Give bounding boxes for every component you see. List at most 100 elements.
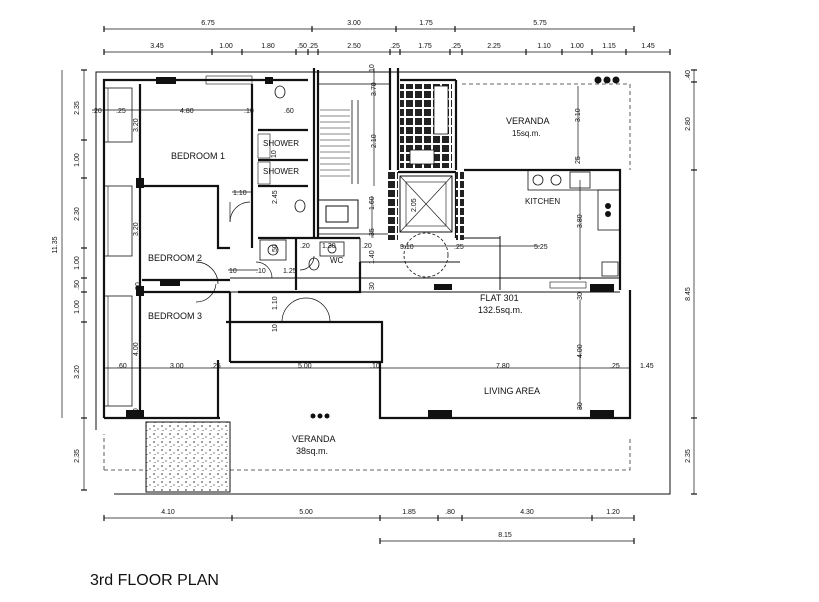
dim-top2-13: 1.45 bbox=[641, 43, 655, 50]
tiled-balcony bbox=[388, 84, 464, 240]
idim-310b: 3.10 bbox=[575, 108, 582, 122]
idim-50a: .50 bbox=[272, 244, 279, 254]
idim-30d: 30 bbox=[135, 282, 142, 290]
dim-top1-0: 6.75 bbox=[201, 20, 215, 27]
room-flat-area: 132.5sq.m. bbox=[478, 305, 523, 315]
dim-top2-2: 1.80 bbox=[261, 43, 275, 50]
dim-right-top: .40 bbox=[685, 70, 692, 80]
dim-right-2: 2.35 bbox=[685, 449, 692, 463]
idim-320a: 3.20 bbox=[133, 118, 140, 132]
windows-left bbox=[103, 75, 253, 407]
idim-60: .60 bbox=[284, 108, 294, 115]
dim-left-7: 2.35 bbox=[74, 449, 81, 463]
dimension-bottom-row1: 4.10 5.00 1.85 .80 4.30 1.20 bbox=[103, 509, 635, 521]
idim-110: 1.10 bbox=[233, 190, 247, 197]
idim-130: 1.30 bbox=[322, 243, 336, 250]
dim-top2-8: .25 bbox=[451, 43, 461, 50]
room-veranda-top-area: 15sq.m. bbox=[512, 129, 540, 138]
outer-slab-outline bbox=[95, 71, 671, 495]
dim-bottom2-0: 8.15 bbox=[498, 532, 512, 539]
interior-dimension-labels: .20 .25 4.80 .10 .60 3.20 10 1.10 2.45 3… bbox=[92, 64, 654, 416]
dim-top2-4: .25 bbox=[308, 43, 318, 50]
idim-160: 1.60 bbox=[369, 196, 376, 210]
dim-bottom1-3: .80 bbox=[445, 509, 455, 516]
dim-top1-2: 1.75 bbox=[419, 20, 433, 27]
idim-400b: 4.00 bbox=[577, 344, 584, 358]
idim-145: 1.45 bbox=[640, 363, 654, 370]
dimension-top-row1: 6.75 3.00 1.75 5.75 bbox=[103, 20, 635, 32]
dim-right-0: 2.80 bbox=[685, 117, 692, 131]
idim-60b: .60 bbox=[117, 363, 127, 370]
lift-shaft bbox=[399, 175, 453, 278]
room-wc: WC bbox=[330, 256, 344, 265]
staircase bbox=[317, 83, 391, 235]
columns bbox=[126, 76, 620, 419]
idim-310: 3.10 bbox=[400, 244, 414, 251]
dim-left-4: .50 bbox=[74, 280, 81, 290]
idim-380: 3.80 bbox=[577, 214, 584, 228]
idim-20c: .20 bbox=[362, 243, 372, 250]
idim-10f: 10 bbox=[133, 408, 140, 416]
idim-25b: .25 bbox=[211, 363, 221, 370]
room-veranda-top: VERANDA bbox=[506, 116, 550, 126]
room-kitchen: KITCHEN bbox=[525, 197, 560, 206]
idim-10h: 10 bbox=[229, 268, 237, 275]
interior-dimension-lines bbox=[92, 68, 630, 410]
idim-210: 2.10 bbox=[371, 134, 378, 148]
idim-525: 5.25 bbox=[534, 244, 548, 251]
idim-10b: 10 bbox=[271, 150, 278, 158]
idim-300: 3.00 bbox=[170, 363, 184, 370]
idim-10g: 10 bbox=[369, 64, 376, 72]
idim-780: 7.80 bbox=[496, 363, 510, 370]
idim-25c: .25 bbox=[610, 363, 620, 370]
idim-205: 2.05 bbox=[411, 198, 418, 212]
drawing-title: 3rd FLOOR PLAN bbox=[90, 572, 219, 589]
dim-left-0: 2.35 bbox=[74, 101, 81, 115]
dim-left-2: 2.30 bbox=[74, 207, 81, 221]
dim-left-3: 1.00 bbox=[74, 256, 81, 270]
idim-30b: 30 bbox=[577, 292, 584, 300]
room-bedroom1: BEDROOM 1 bbox=[171, 151, 225, 161]
dim-left-1: 1.00 bbox=[74, 153, 81, 167]
idim-20: .20 bbox=[92, 108, 102, 115]
dim-bottom1-1: 5.00 bbox=[299, 509, 313, 516]
idim-35: .35 bbox=[369, 228, 376, 238]
idim-140: 1.40 bbox=[369, 250, 376, 264]
room-flat: FLAT 301 bbox=[480, 293, 519, 303]
gravel-planter bbox=[145, 421, 231, 493]
dim-top2-0: 3.45 bbox=[150, 43, 164, 50]
dimension-left: 2.35 1.00 2.30 1.00 .50 1.00 3.20 2.35 1… bbox=[52, 69, 87, 491]
idim-30c: 30 bbox=[369, 282, 376, 290]
idim-400: 4.00 bbox=[133, 342, 140, 356]
sanitary-fixtures bbox=[257, 85, 345, 271]
room-bedroom3: BEDROOM 3 bbox=[148, 311, 202, 321]
room-labels: BEDROOM 1 BEDROOM 2 BEDROOM 3 SHOWER SHO… bbox=[148, 116, 560, 456]
idim-10e: .10 bbox=[370, 363, 380, 370]
room-bedroom2: BEDROOM 2 bbox=[148, 253, 202, 263]
idim-125: 1.25 bbox=[283, 268, 297, 275]
dim-top2-5: 2.50 bbox=[347, 43, 361, 50]
dim-top2-10: 1.10 bbox=[537, 43, 551, 50]
room-shower2: SHOWER bbox=[263, 167, 299, 176]
dim-top2-11: 1.00 bbox=[570, 43, 584, 50]
idim-110b: 1.10 bbox=[272, 296, 279, 310]
dim-top2-6: .25 bbox=[390, 43, 400, 50]
dim-bottom1-2: 1.85 bbox=[402, 509, 416, 516]
idim-10c: .10 bbox=[256, 268, 266, 275]
dim-right-1: 8.45 bbox=[685, 287, 692, 301]
dimension-bottom-row2: 8.15 bbox=[379, 532, 635, 544]
dimension-right: .40 2.80 8.45 2.35 bbox=[685, 69, 697, 495]
idim-10a: .10 bbox=[244, 108, 254, 115]
idim-25a: .25 bbox=[116, 108, 126, 115]
dim-bottom1-4: 4.30 bbox=[520, 509, 534, 516]
dim-left-total: 11.35 bbox=[52, 236, 59, 253]
dim-top2-12: 1.15 bbox=[602, 43, 616, 50]
idim-30a: 30 bbox=[577, 402, 584, 410]
idim-320b: 3.20 bbox=[133, 222, 140, 236]
idim-25e: 25 bbox=[575, 156, 582, 164]
room-veranda-bottom: VERANDA bbox=[292, 434, 336, 444]
idim-480: 4.80 bbox=[180, 108, 194, 115]
idim-20b: .20 bbox=[300, 243, 310, 250]
kitchen-fixtures bbox=[527, 169, 621, 289]
